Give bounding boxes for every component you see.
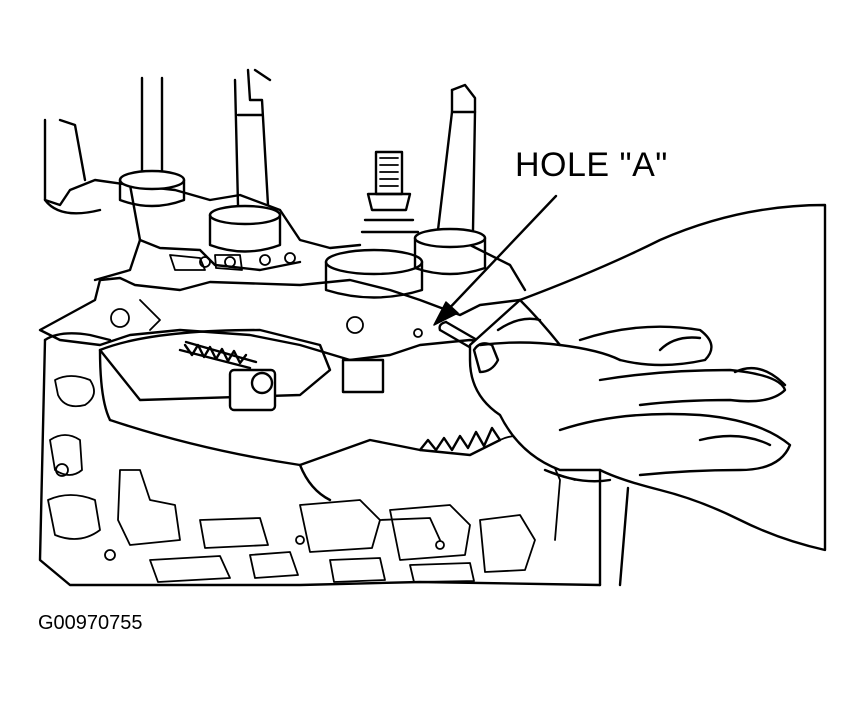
detent-spring <box>178 340 277 412</box>
arrow-icon <box>433 194 558 326</box>
hand <box>468 203 827 587</box>
valve-body-housing <box>38 332 602 587</box>
upper-housing <box>43 118 527 292</box>
shaft-left <box>118 76 186 208</box>
shaft-middle <box>208 68 282 253</box>
shaft-right <box>413 83 487 276</box>
hole-a-callout-label: HOLE "A" <box>515 146 668 184</box>
valve-stem <box>324 150 424 394</box>
figure-id-label: G00970755 <box>38 612 143 634</box>
detent-lever <box>98 328 502 502</box>
